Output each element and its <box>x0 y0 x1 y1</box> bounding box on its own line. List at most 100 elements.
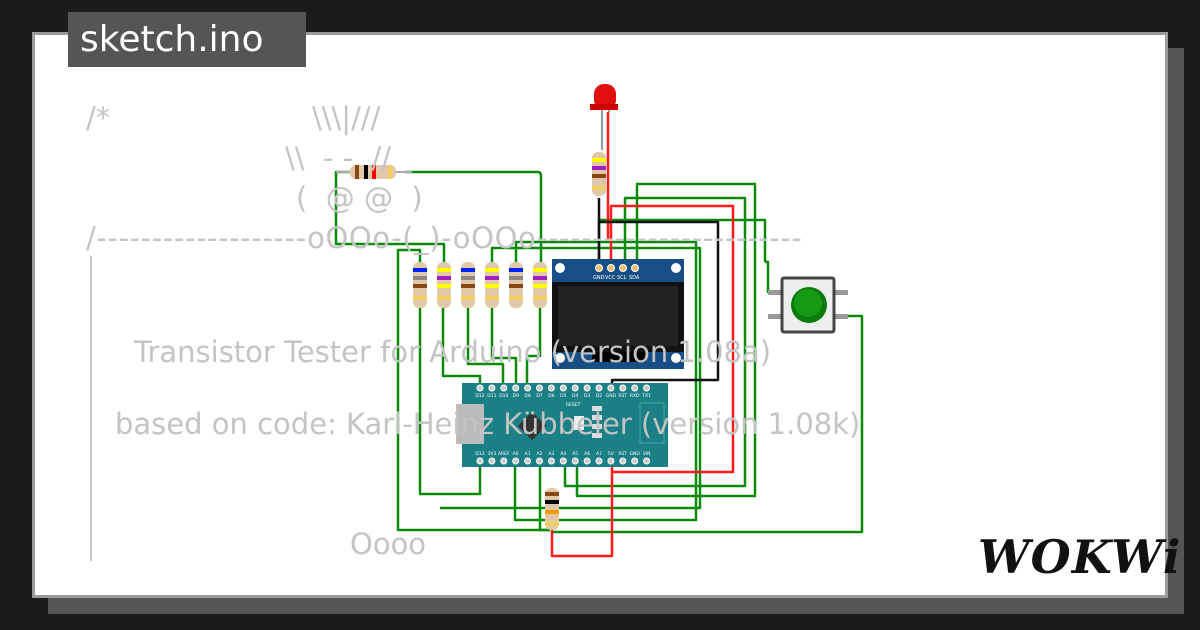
arduino-pin-label: GND <box>630 451 641 457</box>
code-line: /-------------------oOOo-(_)-oOOo-------… <box>86 221 803 255</box>
oled-pin-label: SDA <box>629 275 640 281</box>
arduino-pin[interactable] <box>559 457 567 465</box>
arduino-pin-label: D2 <box>596 393 602 399</box>
arduino-pin-label: D11 <box>487 393 496 399</box>
arduino-pin[interactable] <box>536 457 543 465</box>
wire <box>441 308 482 386</box>
arduino-pin[interactable] <box>500 384 508 392</box>
arduino-pin-label: D5 <box>560 393 566 399</box>
code-line: Transistor Tester for Arduino (version 1… <box>134 335 772 369</box>
arduino-pin[interactable] <box>607 457 615 465</box>
arduino-pin-label: D7 <box>536 393 542 399</box>
wire <box>563 196 747 488</box>
resistor <box>413 262 427 308</box>
resistor <box>533 262 547 308</box>
arduino-pin[interactable] <box>547 457 555 465</box>
wire <box>418 308 482 496</box>
arduino-pin[interactable] <box>476 384 484 392</box>
arduino-pin-label: A4 <box>560 451 566 457</box>
resistor-bank <box>413 262 547 308</box>
resistor <box>437 262 451 308</box>
arduino-pin[interactable] <box>476 457 484 465</box>
arduino-pin[interactable] <box>631 384 639 392</box>
arduino-pin-label: A0 <box>513 451 519 457</box>
arduino-pin-label: 5V <box>608 451 615 457</box>
arduino-pin-label: D3 <box>584 393 590 399</box>
code-line: ( @ @ ) <box>296 181 423 215</box>
wire <box>490 308 518 386</box>
resistor-bottom <box>545 488 559 530</box>
arduino-pin-label: A3 <box>548 451 554 457</box>
arduino-pin[interactable] <box>607 384 615 392</box>
arduino-pin-label: D6 <box>548 393 554 399</box>
oled-pin-label: SCL <box>617 275 627 281</box>
wire <box>466 308 505 386</box>
wire <box>552 314 864 534</box>
arduino-pin-label: AREF <box>498 451 510 457</box>
arduino-pin[interactable] <box>547 384 555 392</box>
oled-display: GND VCC SCL SDA <box>552 259 684 369</box>
arduino-pin[interactable] <box>571 457 579 465</box>
arduino-pin-label: A1 <box>525 451 531 457</box>
arduino-pin-label: A7 <box>596 451 602 457</box>
arduino-pin[interactable] <box>559 384 567 392</box>
arduino-pin[interactable] <box>643 384 651 392</box>
arduino-pin-label: A6 <box>584 451 590 457</box>
arduino-pin[interactable] <box>500 457 508 465</box>
arduino-pin[interactable] <box>524 384 532 392</box>
arduino-pin-label: D12 <box>475 393 484 399</box>
arduino-pin-label: RXD <box>630 393 640 399</box>
arduino-pin-label: GND <box>606 393 617 399</box>
arduino-pin[interactable] <box>512 457 520 465</box>
red-led <box>590 84 618 150</box>
push-button[interactable] <box>768 276 848 334</box>
arduino-pin[interactable] <box>512 384 520 392</box>
wire <box>599 220 720 386</box>
arduino-pin-label: RST <box>618 393 627 399</box>
resistor <box>485 262 499 308</box>
arduino-pin-label: 3V3 <box>487 451 496 457</box>
arduino-pin[interactable] <box>619 384 627 392</box>
code-line: /* <box>86 101 111 135</box>
oled-pin-label: VCC <box>605 275 616 281</box>
arduino-pin-label: D9 <box>513 393 519 399</box>
wire <box>609 204 735 474</box>
oled-pin-label: GND <box>593 275 605 281</box>
arduino-pin-label: A2 <box>537 451 543 457</box>
arduino-pin[interactable] <box>643 457 651 465</box>
arduino-pin[interactable] <box>583 457 591 465</box>
resistor-horizontal <box>336 165 412 179</box>
arduino-pin[interactable] <box>631 457 639 465</box>
wire <box>765 260 780 294</box>
arduino-pin[interactable] <box>536 384 543 392</box>
arduino-pin-label: A5 <box>572 451 578 457</box>
resistor <box>461 262 475 308</box>
wire <box>550 472 614 558</box>
arduino-pin[interactable] <box>619 457 627 465</box>
arduino-pin[interactable] <box>571 384 579 392</box>
arduino-pin-label: D13 <box>475 451 484 457</box>
arduino-pin-label: RST <box>618 451 627 457</box>
wire <box>405 170 543 262</box>
arduino-pin[interactable] <box>583 384 591 392</box>
reset-label: RESET <box>566 402 581 408</box>
wire <box>396 248 550 532</box>
wire <box>538 462 550 532</box>
arduino-pin[interactable] <box>488 457 496 465</box>
code-comment-bar <box>90 256 92 561</box>
resistor <box>509 262 523 308</box>
wokwi-logo: WOKWi <box>978 530 1182 584</box>
arduino-pin[interactable] <box>524 457 532 465</box>
arduino-pin[interactable] <box>488 384 496 392</box>
sketch-tab-title: sketch.ino <box>68 12 306 67</box>
code-line: \\ - - // <box>285 141 392 175</box>
arduino-pin-label: D10 <box>499 393 508 399</box>
arduino-pin[interactable] <box>595 384 603 392</box>
arduino-pin-label: VIN <box>643 451 651 457</box>
wire <box>575 182 757 498</box>
code-line: Oooo <box>350 527 427 561</box>
wire <box>525 308 542 386</box>
arduino-pin[interactable] <box>595 457 603 465</box>
